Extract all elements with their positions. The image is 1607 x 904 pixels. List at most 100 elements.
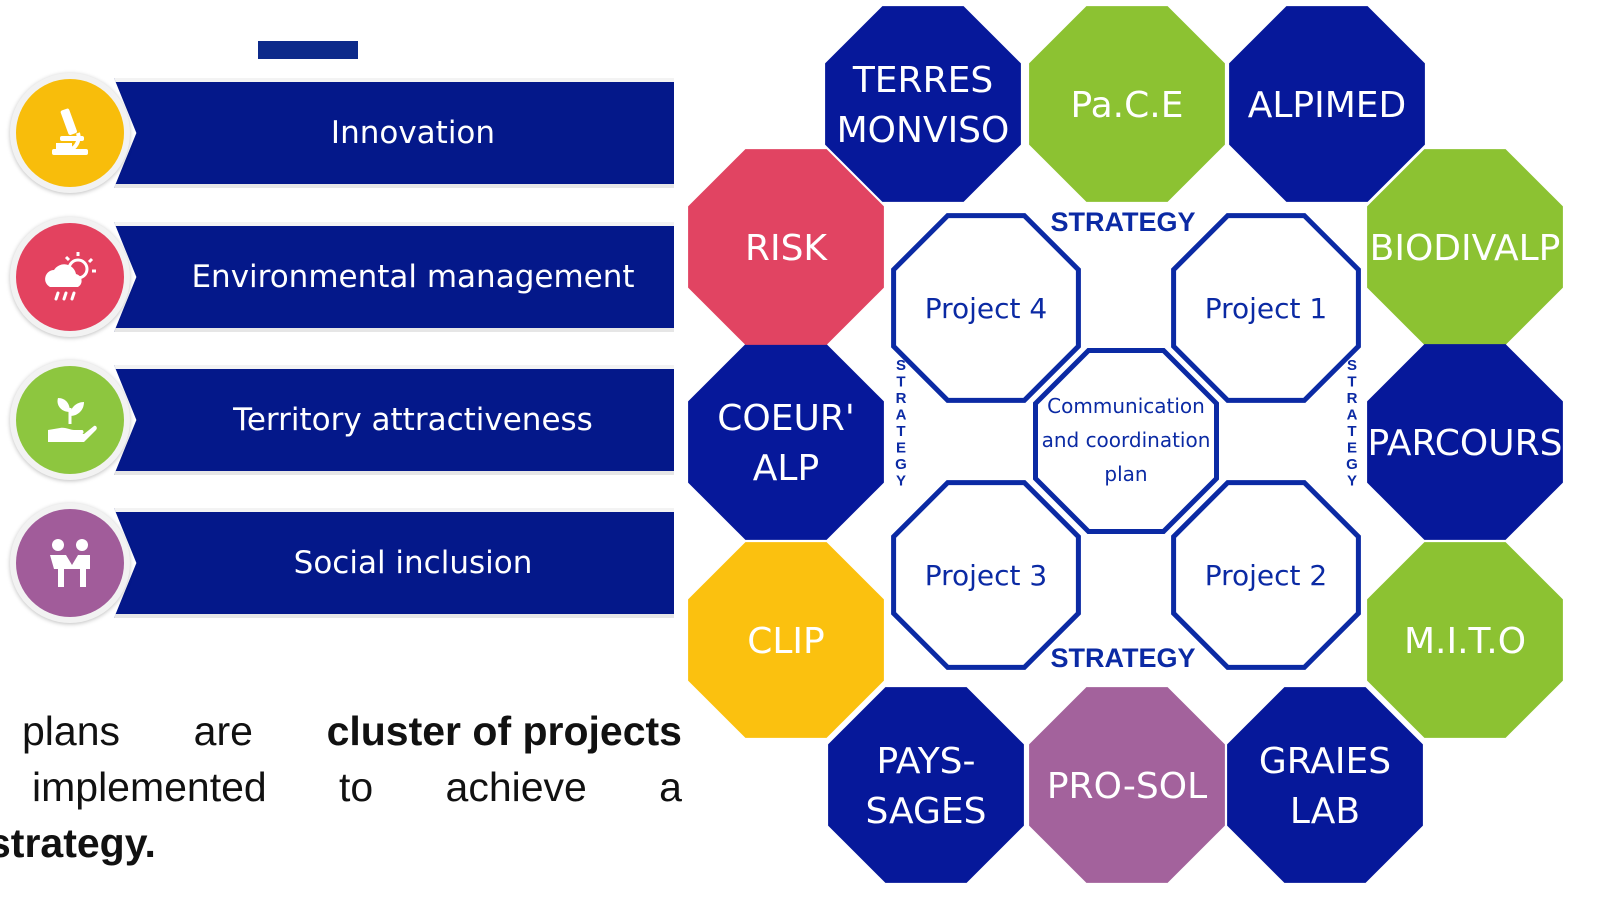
caption-word: implemented bbox=[32, 764, 267, 810]
project-octagon-coeur-alp: COEUR' ALP bbox=[688, 344, 884, 540]
octagon-shape bbox=[688, 344, 884, 540]
project-label: Pa.C.E bbox=[1071, 85, 1184, 126]
theme-icon-circle bbox=[10, 503, 130, 623]
project-octagon-terres-monviso: TERRES MONVISO bbox=[825, 6, 1021, 202]
strategy-label-bottom: STRATEGY bbox=[1050, 643, 1195, 673]
octagon-shape bbox=[825, 6, 1021, 202]
octagon-shape bbox=[1367, 149, 1563, 345]
inner-project-4: Project 4 bbox=[891, 213, 1081, 403]
octagon-shape bbox=[1227, 687, 1423, 883]
header-accent-bar bbox=[258, 41, 358, 59]
theme-band bbox=[114, 508, 674, 618]
strategy-letter: S bbox=[1347, 357, 1357, 374]
strategy-letter: Y bbox=[1347, 473, 1357, 490]
project-octagon-pa-c-e: Pa.C.E bbox=[1029, 6, 1225, 202]
theme-icon-circle bbox=[10, 73, 130, 193]
theme-environmental: Environmental management bbox=[10, 217, 674, 342]
microscope-icon bbox=[16, 79, 124, 187]
octagon-shape bbox=[1367, 344, 1563, 540]
inner-octagon-shape bbox=[891, 213, 1081, 403]
theme-icon-circle bbox=[10, 217, 130, 337]
project-octagon-pays-sages: PAYS- SAGES bbox=[828, 687, 1024, 883]
caption-word: are bbox=[193, 708, 253, 754]
strategy-letter: G bbox=[895, 456, 907, 473]
strategy-letter: Y bbox=[896, 473, 906, 490]
strategy-letter: A bbox=[1347, 407, 1358, 424]
theme-band bbox=[114, 78, 674, 188]
theme-label: Innovation bbox=[330, 115, 496, 151]
project-octagon-alpimed: ALPIMED bbox=[1229, 6, 1425, 202]
weather-cloud-icon bbox=[16, 223, 124, 331]
project-label: TERRES bbox=[852, 60, 993, 101]
center-label-line: Communication bbox=[1047, 394, 1205, 418]
strategy-label-left: STRATEGY bbox=[895, 357, 907, 490]
strategy-letter: R bbox=[1347, 390, 1358, 407]
project-octagon-graies-lab: GRAIES LAB bbox=[1227, 687, 1423, 883]
octagon-shape bbox=[688, 149, 884, 345]
project-label: CLIP bbox=[747, 621, 825, 662]
caption-word: to bbox=[339, 764, 374, 810]
octagon-shape bbox=[828, 687, 1024, 883]
strategy-letter: T bbox=[1347, 374, 1356, 391]
inner-project-label: Project 3 bbox=[925, 559, 1048, 592]
strategy-label-top: STRATEGY bbox=[1050, 207, 1195, 237]
project-octagon-m-i-t-o: M.I.T.O bbox=[1367, 542, 1563, 738]
inner-project-label: Project 2 bbox=[1205, 559, 1328, 592]
project-label: PAYS- bbox=[876, 741, 975, 782]
strategy-letter: T bbox=[1347, 423, 1356, 440]
caption-paragraph: plans are cluster of projects implemente… bbox=[0, 703, 682, 871]
strategy-letter: T bbox=[896, 423, 905, 440]
inner-project-3: Project 3 bbox=[891, 480, 1081, 670]
strategy-letter: R bbox=[896, 390, 907, 407]
theme-label: Territory attractiveness bbox=[233, 402, 593, 438]
project-octagon-biodivalp: BIODIVALP bbox=[1367, 149, 1563, 345]
strategy-label-right: STRATEGY bbox=[1346, 357, 1358, 490]
inner-project-label: Project 1 bbox=[1205, 292, 1328, 325]
inner-project-1: Project 1 bbox=[1171, 213, 1361, 403]
project-label: M.I.T.O bbox=[1404, 621, 1526, 662]
theme-social: Social inclusion bbox=[10, 503, 674, 628]
project-label: GRAIES bbox=[1259, 741, 1391, 782]
center-label-line: and coordination bbox=[1042, 428, 1211, 452]
people-handshake-icon bbox=[16, 509, 124, 617]
caption-bold: cluster of projects bbox=[326, 708, 682, 754]
project-label: PARCOURS bbox=[1368, 423, 1563, 464]
caption-word: achieve bbox=[445, 764, 587, 810]
project-label: COEUR' bbox=[717, 398, 854, 439]
strategy-letter: G bbox=[1346, 456, 1358, 473]
strategy-letter: T bbox=[896, 374, 905, 391]
octagon-shape bbox=[1029, 6, 1225, 202]
caption-line-3: strategy. bbox=[0, 820, 156, 866]
communication-plan-octagon: Communication and coordination plan bbox=[1033, 348, 1219, 534]
inner-project-2: Project 2 bbox=[1171, 480, 1361, 670]
strategy-letter: A bbox=[896, 407, 907, 424]
project-label: SAGES bbox=[865, 791, 986, 832]
strategy-letter: S bbox=[896, 357, 906, 374]
theme-icon-circle bbox=[10, 360, 130, 480]
project-octagon-parcours: PARCOURS bbox=[1367, 344, 1563, 540]
center-label-line: plan bbox=[1104, 462, 1147, 486]
inner-project-label: Project 4 bbox=[925, 292, 1048, 325]
strategy-letter: E bbox=[1347, 440, 1357, 457]
theme-territory: Territory attractiveness bbox=[10, 360, 674, 485]
project-label: RISK bbox=[745, 228, 828, 269]
project-label: ALP bbox=[753, 448, 819, 489]
project-octagon-risk: RISK bbox=[688, 149, 884, 345]
theme-label: Environmental management bbox=[191, 259, 635, 295]
caption-word: plans bbox=[22, 708, 121, 754]
theme-label: Social inclusion bbox=[293, 545, 533, 581]
octagon-shape bbox=[1367, 542, 1563, 738]
project-label: MONVISO bbox=[837, 110, 1010, 151]
project-label: LAB bbox=[1290, 791, 1360, 832]
project-octagon-pro-sol: PRO-SOL bbox=[1029, 687, 1225, 883]
octagon-shape bbox=[1029, 687, 1225, 883]
project-label: BIODIVALP bbox=[1370, 228, 1561, 269]
project-label: ALPIMED bbox=[1248, 85, 1407, 126]
octagon-shape bbox=[1229, 6, 1425, 202]
strategy-letter: E bbox=[896, 440, 906, 457]
caption-line-1: plans are cluster of projects bbox=[0, 703, 682, 759]
octagon-shape bbox=[688, 542, 884, 738]
plant-in-hand-icon bbox=[16, 366, 124, 474]
project-octagon-clip: CLIP bbox=[688, 542, 884, 738]
